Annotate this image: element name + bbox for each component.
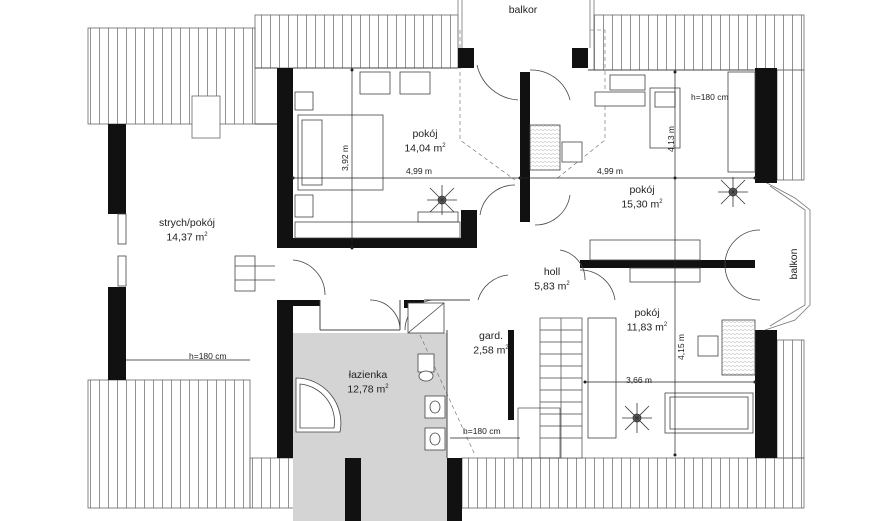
dim-p1-width: 4,99 m	[406, 166, 432, 176]
chimney	[191, 95, 221, 139]
dimension-ticks	[291, 68, 757, 457]
bathroom-fixtures	[295, 302, 446, 451]
plant-icons	[427, 177, 748, 433]
furniture-room1	[294, 71, 461, 239]
balcony-top-label: balkor	[508, 4, 538, 16]
dim-p3-height: 4,15 m	[676, 334, 686, 360]
stairs	[517, 317, 583, 459]
balcony-top	[457, 0, 595, 48]
dim-h-p2: h=180 cm	[691, 92, 729, 102]
furniture-room3	[587, 267, 756, 439]
room-label-strych: strych/pokój 14,37 m2	[158, 217, 216, 244]
room-label-holl: holl 5,83 m2	[534, 266, 570, 293]
room-label-gard: gard. 2,58 m2	[473, 330, 509, 357]
dim-h-bath: h=180 cm	[463, 426, 501, 436]
dim-h-strych: h=180 cm	[189, 351, 227, 361]
room-label-pokoj-1: pokój 14,04 m2	[404, 128, 446, 155]
room-label-pokoj-3: pokój 11,83 m2	[626, 307, 668, 334]
walls	[108, 48, 777, 521]
dim-p1-height: 3,92 m	[340, 145, 350, 171]
roof-slopes	[87, 14, 805, 509]
room-label-pokoj-2: pokój 15,30 m2	[621, 184, 663, 211]
interior-lines	[255, 67, 755, 458]
balcony-right-label: balkon	[788, 248, 800, 280]
dim-p2-width: 4,99 m	[597, 166, 623, 176]
room-label-lazienka: łazienka 12,78 m2	[347, 369, 389, 396]
dim-p3-width: 3,66 m	[626, 375, 652, 385]
furniture-room2	[529, 71, 756, 261]
strych-windows	[117, 213, 275, 292]
dimension-lines	[126, 70, 755, 455]
balcony-right	[764, 181, 811, 331]
dim-p2-height: 4,13 m	[666, 126, 676, 152]
